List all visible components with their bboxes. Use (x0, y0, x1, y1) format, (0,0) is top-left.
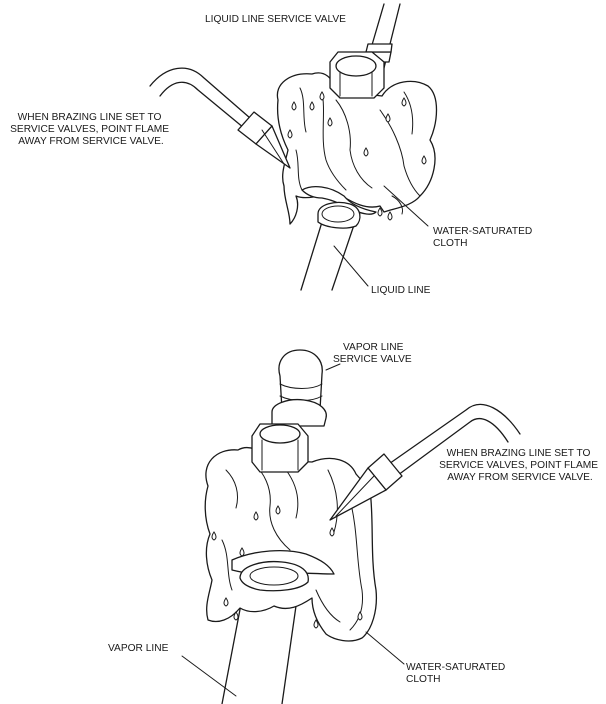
liquid-brazing-torch (149, 67, 291, 169)
liquid-water-drops (287, 91, 427, 221)
liquid-cloth-label: WATER-SATURATED CLOTH (433, 226, 535, 249)
vapor-valve-nut (251, 423, 309, 473)
vapor-line-diagram: VAPOR LINE SERVICE VALVE WHEN BRAZING LI… (108, 342, 601, 704)
vapor-pipe-collar (239, 560, 309, 592)
liquid-line-diagram: LIQUID LINE SERVICE VALVE WHEN BRAZING L… (10, 3, 535, 296)
liquid-pipe-collar (317, 201, 361, 229)
vapor-flame-note: WHEN BRAZING LINE SET TO SERVICE VALVES,… (439, 448, 601, 483)
liquid-valve-nut (329, 51, 385, 99)
liquid-line-pipe (300, 221, 356, 291)
liquid-line-label: LIQUID LINE (371, 285, 431, 296)
vapor-cloth-leader (365, 631, 405, 665)
vapor-cloth-label: WATER-SATURATED CLOTH (406, 662, 508, 685)
vapor-line-leader (181, 655, 237, 697)
vapor-water-drops (211, 505, 363, 629)
vapor-line-label: VAPOR LINE (108, 643, 169, 654)
vapor-valve-label: VAPOR LINE SERVICE VALVE (333, 342, 412, 365)
liquid-valve-label: LIQUID LINE SERVICE VALVE (205, 14, 346, 25)
liquid-flame-note: WHEN BRAZING LINE SET TO SERVICE VALVES,… (10, 112, 172, 147)
vapor-cloth (204, 446, 378, 642)
vapor-valve-leader (325, 363, 341, 371)
liquid-line-leader (333, 245, 369, 287)
vapor-brazing-torch (329, 403, 521, 521)
liquid-cloth-leader (383, 185, 429, 227)
vapor-valve-stem (271, 349, 327, 427)
liquid-cloth (276, 72, 438, 225)
